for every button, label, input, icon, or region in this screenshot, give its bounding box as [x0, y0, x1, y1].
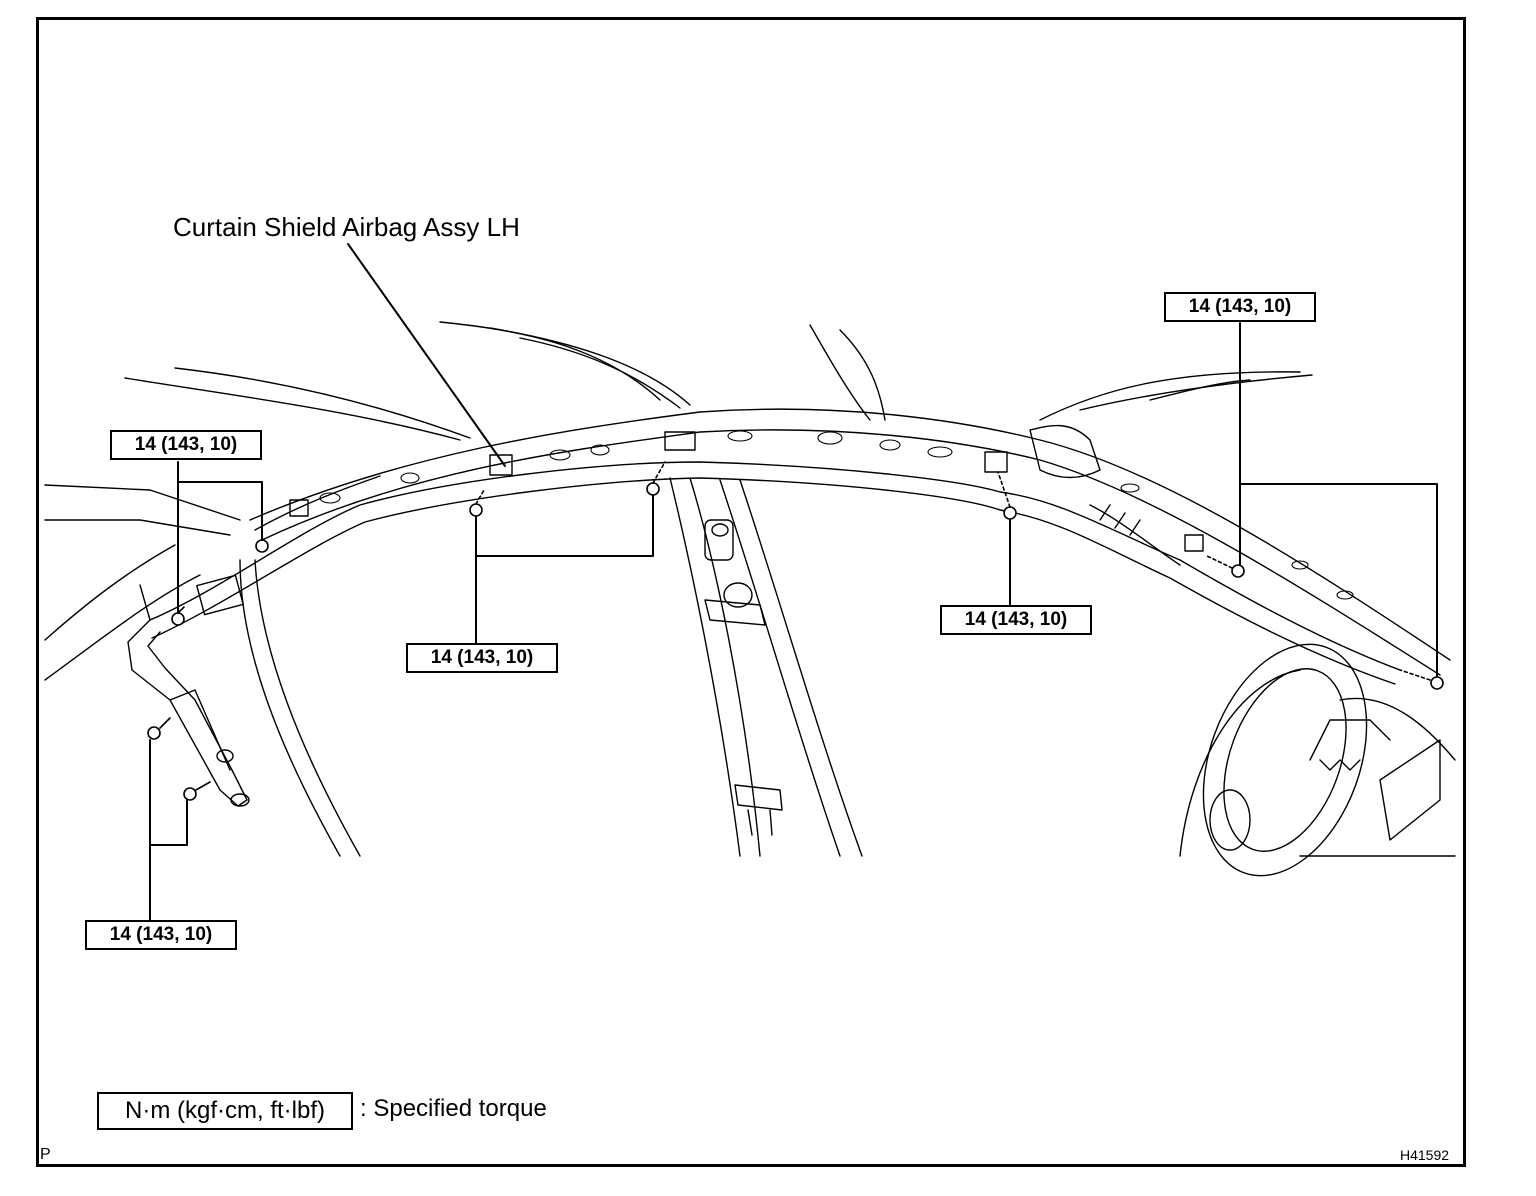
corner-mark: P — [40, 1146, 51, 1163]
bolt-icon — [469, 489, 485, 517]
figure-id: H41592 — [1400, 1147, 1450, 1163]
torque-label-center: 14 (143, 10) — [406, 643, 558, 673]
torque-label-upper-right: 14 (143, 10) — [1164, 292, 1316, 322]
bolt-icon — [1204, 554, 1245, 578]
center-pillar — [669, 477, 863, 857]
rail-holes — [319, 430, 1354, 600]
bolt-icon — [1399, 669, 1444, 690]
legend-description: : Specified torque — [360, 1095, 547, 1122]
torque-label-lower-left: 14 (143, 10) — [85, 920, 237, 950]
bolt-icon — [646, 461, 666, 496]
torque-label-upper-left: 14 (143, 10) — [110, 430, 262, 460]
front-pillar — [44, 484, 361, 857]
diagram-frame — [36, 17, 1466, 1167]
bolt-icon — [183, 781, 211, 801]
roof-side-rail — [249, 408, 1451, 676]
roof-outline — [124, 321, 1313, 441]
torque-label-right-center: 14 (143, 10) — [940, 605, 1092, 635]
legend-unit-box: N·m (kgf·cm, ft·lbf) — [97, 1092, 353, 1130]
airbag-tube — [149, 431, 1401, 685]
rear-quarter — [1029, 424, 1456, 877]
inflator — [127, 574, 250, 807]
bolt-icon — [147, 717, 171, 740]
leader-lines — [149, 243, 1438, 921]
bolt-icon — [997, 471, 1017, 520]
part-label-curtain-airbag: Curtain Shield Airbag Assy LH — [173, 212, 520, 242]
